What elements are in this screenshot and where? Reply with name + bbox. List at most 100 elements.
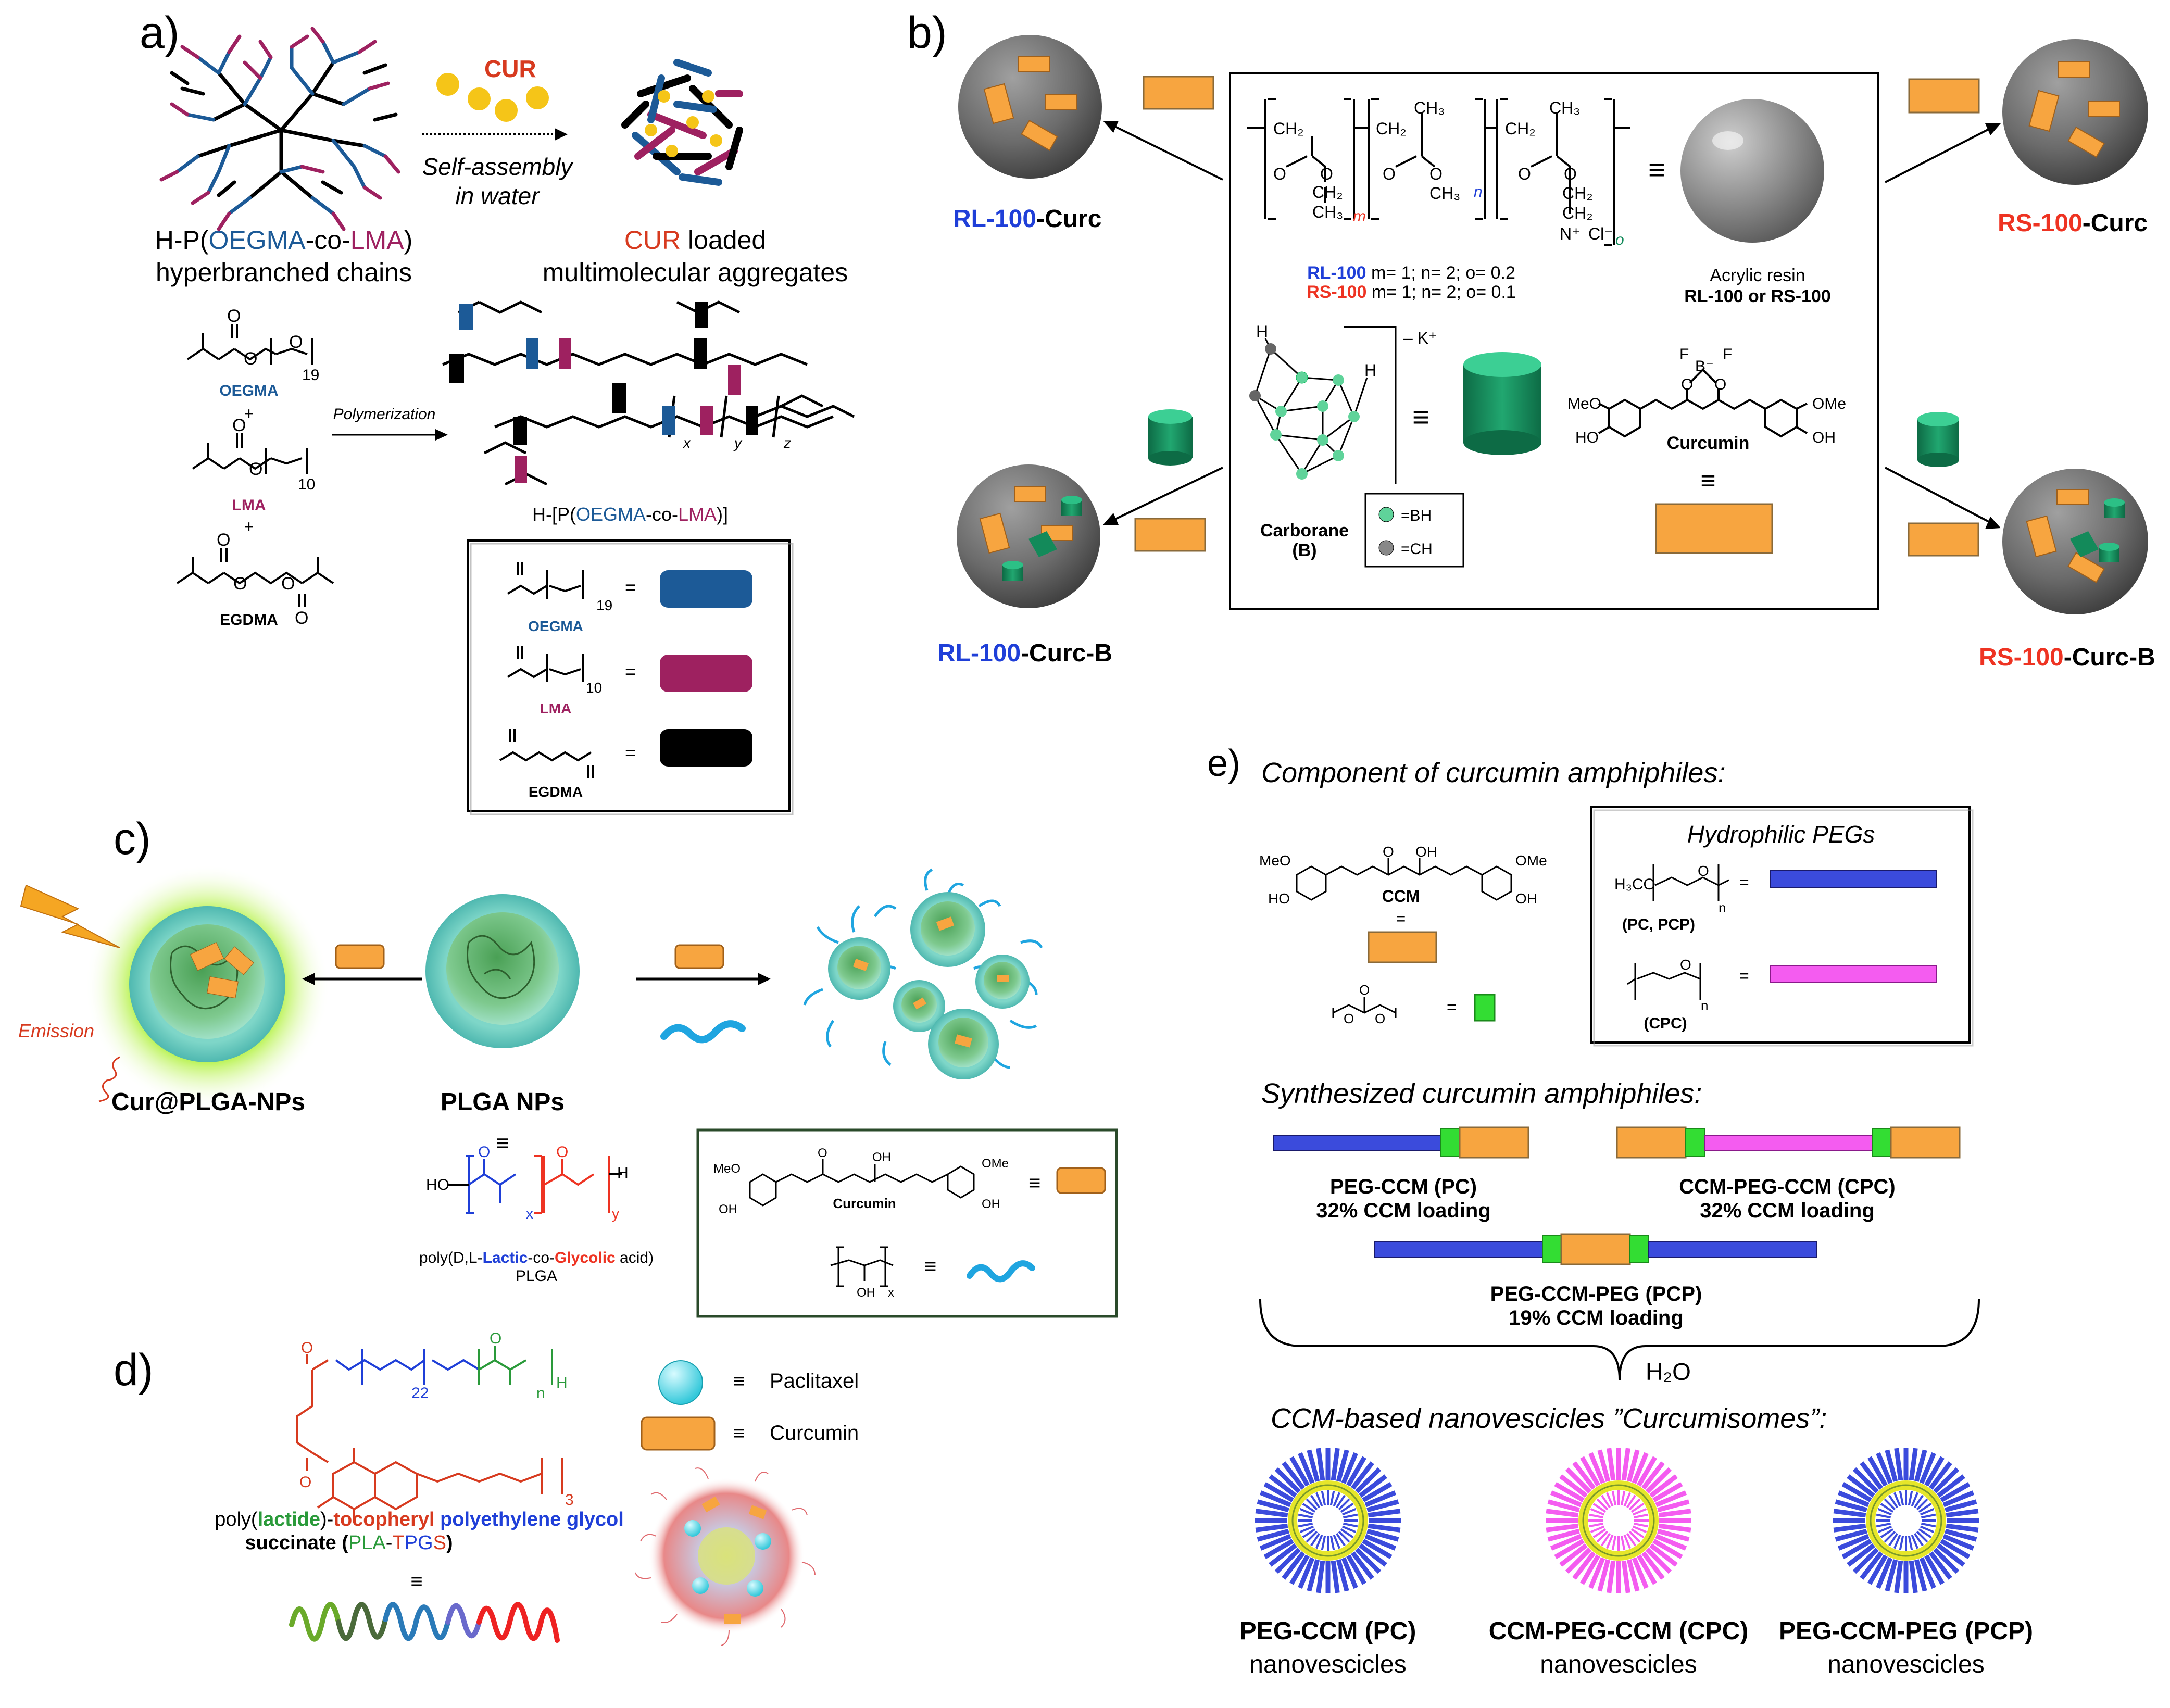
outer-peg-spoke bbox=[1649, 1474, 1678, 1498]
carborane-atoms bbox=[1249, 343, 1360, 480]
outer-peg-spoke bbox=[1637, 1554, 1657, 1585]
inner-peg-spoke bbox=[1918, 1528, 1932, 1538]
outer-peg-spoke bbox=[1841, 1482, 1872, 1502]
hydrophilic-pegs-title: Hydrophilic PEGs bbox=[1687, 821, 1875, 848]
outer-peg-spoke bbox=[1607, 1448, 1616, 1481]
svg-text:O: O bbox=[1714, 376, 1726, 393]
outer-peg-spoke bbox=[1588, 1557, 1605, 1589]
outer-peg-spoke bbox=[1847, 1543, 1875, 1567]
hyperbranched-chains-text: hyperbranched chains bbox=[156, 258, 412, 287]
inner-peg-spoke bbox=[1918, 1503, 1932, 1513]
outer-peg-spoke bbox=[1559, 1474, 1588, 1498]
acrylic-resin-text: Acrylic resin bbox=[1710, 266, 1805, 285]
inner-peg-spoke bbox=[1338, 1530, 1350, 1543]
outer-peg-spoke bbox=[1641, 1461, 1665, 1490]
svg-text:F: F bbox=[1723, 346, 1732, 363]
inner-peg-spoke bbox=[1340, 1528, 1354, 1538]
outer-peg-spoke bbox=[1274, 1547, 1301, 1574]
amphiphiles-brace bbox=[1259, 1299, 1980, 1380]
inner-peg-spoke bbox=[1876, 1513, 1891, 1519]
svg-text:CH₂: CH₂ bbox=[1505, 119, 1536, 138]
outer-peg-spoke bbox=[1847, 1474, 1875, 1498]
outer-peg-spoke bbox=[1837, 1490, 1870, 1508]
svg-text:CH₃: CH₃ bbox=[1549, 98, 1580, 117]
inner-peg-spoke bbox=[1306, 1498, 1318, 1511]
svg-text:OH: OH bbox=[872, 1150, 891, 1164]
inner-peg-spoke bbox=[1920, 1508, 1935, 1516]
panel-b-label: b) bbox=[907, 8, 947, 58]
outer-peg-spoke bbox=[1641, 1551, 1665, 1580]
svg-text:F: F bbox=[1679, 346, 1689, 363]
legend-oegma-structure bbox=[507, 562, 584, 599]
outer-peg-spoke bbox=[1362, 1482, 1393, 1502]
outer-peg-spoke bbox=[1652, 1482, 1683, 1502]
egdma-o3: O bbox=[281, 574, 295, 594]
egdma-o4: O bbox=[295, 608, 308, 628]
hp-product-title: H-[P(OEGMA-co-LMA)] bbox=[532, 504, 728, 525]
cpc-label: (CPC) bbox=[1644, 1015, 1687, 1032]
outer-peg-spoke bbox=[1359, 1474, 1387, 1498]
outer-peg-spoke bbox=[1649, 1543, 1678, 1567]
h3co-text: H₃CO bbox=[1614, 876, 1655, 893]
outer-peg-spoke bbox=[1833, 1523, 1866, 1533]
peg2-eq: = bbox=[1739, 966, 1749, 985]
legend-egdma-structure bbox=[499, 729, 594, 778]
legend-egdma-block bbox=[660, 729, 752, 767]
inner-peg-spoke bbox=[1343, 1522, 1358, 1528]
outer-peg-spoke bbox=[1942, 1534, 1975, 1551]
inner-peg-spoke bbox=[1298, 1522, 1313, 1528]
peg2-o: O bbox=[1680, 957, 1691, 973]
inner-peg-spoke bbox=[1888, 1533, 1898, 1547]
outer-peg-spoke bbox=[1368, 1509, 1401, 1518]
inner-peg-spoke bbox=[1333, 1492, 1341, 1507]
svg-text:OMe: OMe bbox=[982, 1157, 1009, 1171]
pva-coated-nps-cluster bbox=[803, 868, 1043, 1079]
outer-peg-spoke bbox=[1621, 1560, 1630, 1593]
pva-oh: OH bbox=[857, 1286, 875, 1300]
pla-tpgs-micelle bbox=[635, 1467, 816, 1646]
svg-text:Cl⁻: Cl⁻ bbox=[1588, 224, 1613, 243]
plus-2: + bbox=[244, 517, 254, 536]
polymerization-arrow bbox=[332, 429, 448, 441]
inner-peg-spoke bbox=[1299, 1525, 1314, 1534]
pla-tpgs-o1: O bbox=[301, 1339, 313, 1357]
plga-nps-label: PLGA NPs bbox=[441, 1088, 565, 1116]
emission-text: Emission bbox=[18, 1020, 94, 1041]
outer-peg-spoke bbox=[1346, 1456, 1366, 1487]
outer-peg-spoke bbox=[1364, 1490, 1397, 1508]
vesicle-pcp-sub: nanovescicles bbox=[1827, 1651, 1985, 1678]
inner-peg-spoke bbox=[1590, 1508, 1605, 1516]
outer-peg-spoke bbox=[1657, 1528, 1690, 1542]
pva-wave-legend bbox=[967, 1260, 1035, 1283]
multimolecular-aggregates-text: multimolecular aggregates bbox=[543, 258, 848, 287]
pva-wave-icon bbox=[660, 1020, 746, 1044]
cur-loaded-title: CUR loaded bbox=[624, 225, 766, 255]
carborane-cylinder-center bbox=[1463, 352, 1541, 455]
pla-tpgs-o3: O bbox=[490, 1330, 501, 1347]
curcumin-label-d: Curcumin bbox=[770, 1422, 859, 1445]
svg-text:CH₃: CH₃ bbox=[1414, 98, 1445, 117]
inner-peg-spoke bbox=[1899, 1490, 1904, 1505]
outer-peg-spoke bbox=[1554, 1482, 1585, 1502]
carborane-cylinder-b2 bbox=[1917, 412, 1959, 467]
outer-peg-spoke bbox=[1841, 1539, 1872, 1559]
curcumin-structure-c bbox=[749, 1159, 975, 1207]
rs-100-curc-label: RS-100-Curc bbox=[1998, 209, 2148, 237]
pcp-loading: 19% CCM loading bbox=[1509, 1307, 1684, 1329]
inner-peg-spoke bbox=[1333, 1534, 1341, 1549]
inner-peg-spoke bbox=[1588, 1513, 1603, 1519]
outer-peg-spoke bbox=[1876, 1452, 1893, 1484]
inner-peg-spoke bbox=[1596, 1498, 1609, 1511]
outer-peg-spoke bbox=[1860, 1551, 1884, 1580]
pla-tpgs-structure bbox=[296, 1346, 563, 1523]
outer-peg-spoke bbox=[1580, 1554, 1600, 1585]
svg-text:O: O bbox=[1383, 844, 1394, 860]
lma-structure bbox=[192, 433, 308, 474]
plga-structure bbox=[448, 1155, 622, 1214]
inner-peg-spoke bbox=[1880, 1503, 1894, 1513]
svg-text:MeO: MeO bbox=[1259, 852, 1291, 869]
outer-peg-spoke bbox=[1336, 1449, 1349, 1482]
curcumin-block-c1 bbox=[335, 944, 385, 969]
resin-sub-m: m bbox=[1353, 208, 1366, 225]
